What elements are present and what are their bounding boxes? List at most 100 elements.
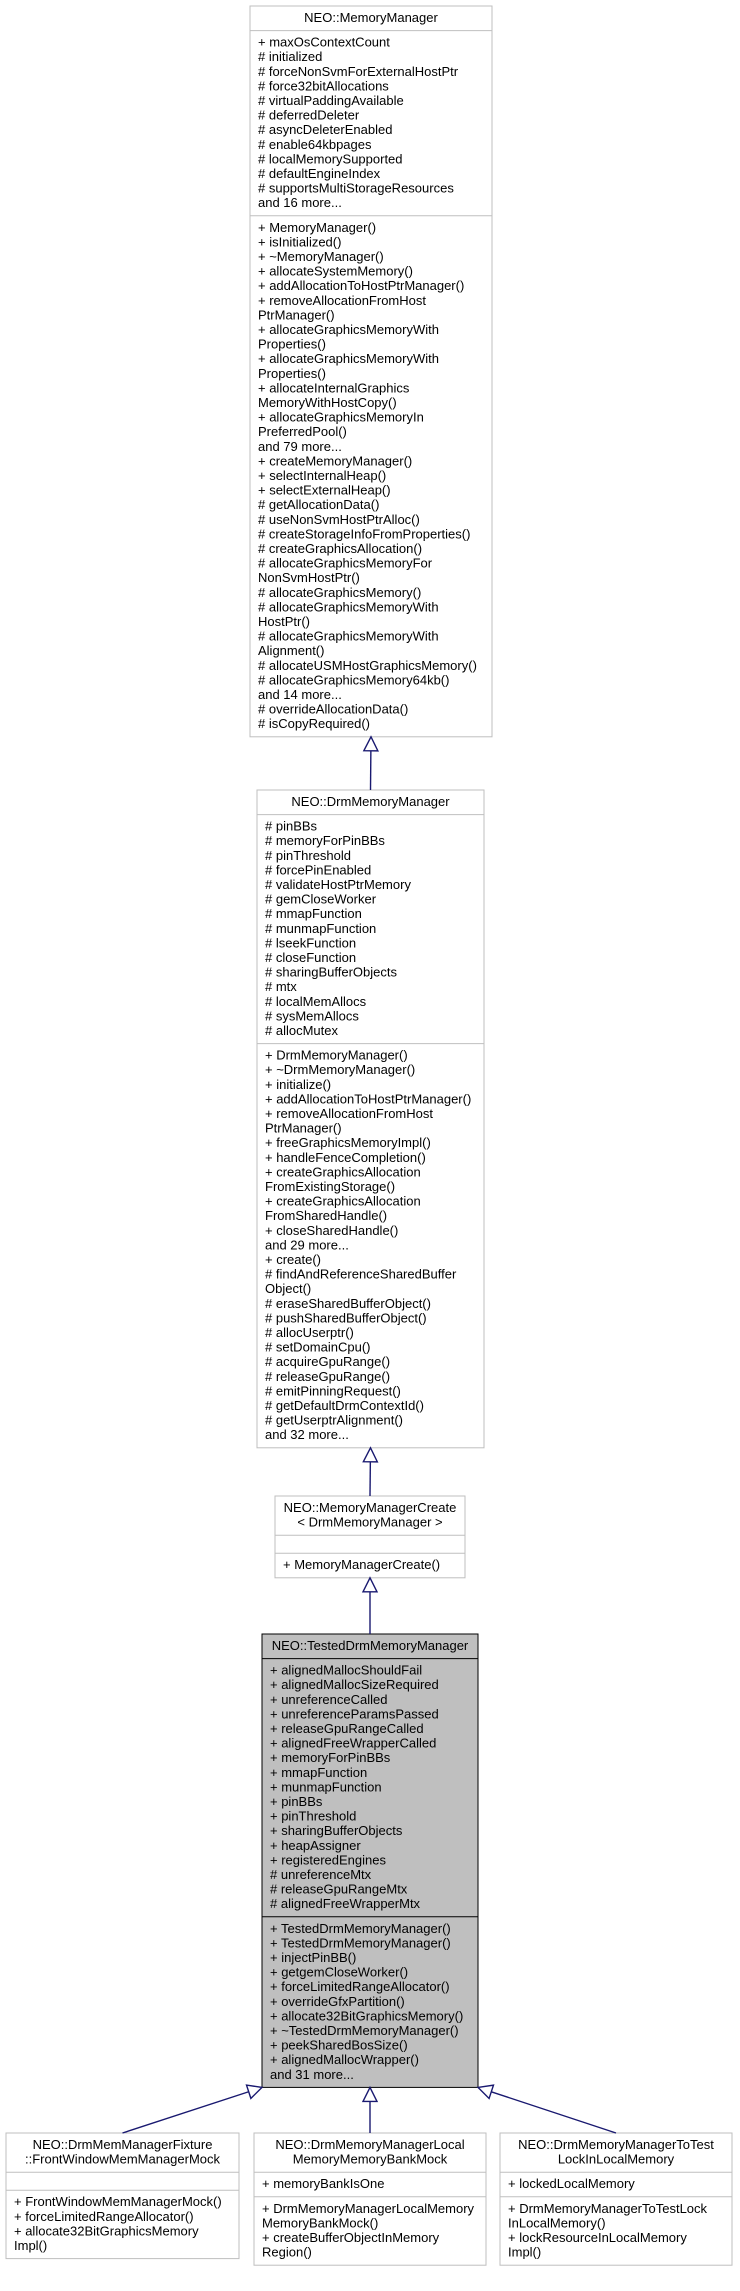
inheritance-edge-tested-to-create [361,1576,379,1634]
class-method: # allocateGraphicsMemoryWith [258,629,439,644]
class-attribute: # supportsMultiStorageResources [258,181,454,196]
class-attribute: # unreferenceMtx [270,1867,372,1882]
class-box [5,2132,240,2260]
class-attribute: # sysMemAllocs [265,1008,359,1023]
class-attribute: # forceNonSvmForExternalHostPtr [258,64,459,79]
inheritance-edge-localbank-to-tested [361,2085,379,2133]
class-method: + TestedDrmMemoryManager() [270,1921,451,1936]
class-method: # getUserptrAlignment() [265,1413,403,1428]
class-box [249,5,493,738]
class-method: # allocateGraphicsMemoryFor [258,556,433,571]
class-attribute: + memoryBankIsOne [262,2176,384,2191]
class-method: + DrmMemoryManagerToTestLock [508,2201,708,2216]
class-method: + createMemoryManager() [258,453,412,468]
class-method: # getAllocationData() [258,497,379,512]
class-attribute: # closeFunction [265,950,356,965]
class-method: Object() [265,1281,311,1296]
class-method: + removeAllocationFromHost [258,293,426,308]
class-method: and 79 more... [258,439,342,454]
class-attribute: + lockedLocalMemory [508,2176,635,2191]
class-attribute: # validateHostPtrMemory [265,877,411,892]
class-title: < DrmMemoryManager > [297,1515,442,1530]
class-method: + forceLimitedRangeAllocator() [14,2209,194,2224]
class-method: # acquireGpuRange() [265,1354,390,1369]
class-method: + ~DrmMemoryManager() [265,1062,415,1077]
class-method: FromExistingStorage() [265,1179,395,1194]
class-attribute: # releaseGpuRangeMtx [270,1882,408,1897]
inheritance-edge-fixture-to-tested [122,2084,264,2134]
class-title: NEO::DrmMemoryManagerLocal [275,2137,464,2152]
class-method: + alignedMallocWrapper() [270,2052,419,2067]
class-title: NEO::MemoryManager [304,10,438,25]
class-title: MemoryMemoryBankMock [293,2152,448,2167]
class-method: + handleFenceCompletion() [265,1150,426,1165]
class-node-create[interactable]: NEO::MemoryManagerCreate< DrmMemoryManag… [274,1495,466,1579]
class-method: + MemoryManagerCreate() [283,1557,440,1572]
class-attribute: # allocMutex [265,1023,338,1038]
class-method: and 32 more... [265,1427,349,1442]
edge-line [491,2091,617,2134]
class-title: NEO::DrmMemManagerFixture [33,2137,213,2152]
class-method: and 31 more... [270,2067,354,2082]
class-attribute: + munmapFunction [270,1779,382,1794]
class-attribute: + unreferenceParamsPassed [270,1706,439,1721]
class-method: InLocalMemory() [508,2215,606,2230]
class-attribute: # enable64kbpages [258,137,372,152]
class-attribute: + alignedFreeWrapperCalled [270,1736,436,1751]
class-method: + allocateSystemMemory() [258,264,413,279]
class-node-tested[interactable]: NEO::TestedDrmMemoryManager+ alignedMall… [261,1633,479,2088]
class-method: # overrideAllocationData() [258,702,408,717]
class-attribute: + registeredEngines [270,1852,386,1867]
class-attribute: # sharingBufferObjects [265,965,397,980]
class-title: NEO::TestedDrmMemoryManager [272,1638,469,1653]
class-method: + allocate32BitGraphicsMemory() [270,2008,463,2023]
class-method: # pushSharedBufferObject() [265,1310,427,1325]
class-method: + allocateGraphicsMemoryWith [258,351,439,366]
class-method: # allocUserptr() [265,1325,354,1340]
class-node-fixture[interactable]: NEO::DrmMemManagerFixture::FrontWindowMe… [5,2132,240,2260]
class-method: # allocateGraphicsMemory() [258,585,421,600]
class-attribute: # defaultEngineIndex [258,166,381,181]
inheritance-edge-testlock-to-tested [476,2084,617,2134]
class-method: + allocateGraphicsMemoryWith [258,322,439,337]
class-box [499,2132,733,2266]
class-method: + createBufferObjectInMemory [262,2230,440,2245]
class-attribute: + heapAssigner [270,1838,361,1853]
class-node-drm[interactable]: NEO::DrmMemoryManager# pinBBs# memoryFor… [256,789,485,1449]
class-attribute: + sharingBufferObjects [270,1823,403,1838]
class-method: # eraseSharedBufferObject() [265,1296,431,1311]
class-method: # allocateUSMHostGraphicsMemory() [258,658,477,673]
class-method: + freeGraphicsMemoryImpl() [265,1135,431,1150]
class-method: + removeAllocationFromHost [265,1106,433,1121]
class-title: NEO::DrmMemoryManager [291,794,450,809]
class-attribute: # forcePinEnabled [265,862,371,877]
class-attribute: # mmapFunction [265,906,362,921]
class-method: + create() [265,1252,321,1267]
class-method: + closeSharedHandle() [265,1223,398,1238]
class-node-mm[interactable]: NEO::MemoryManager+ maxOsContextCount# i… [249,5,493,738]
class-method: MemoryBankMock() [262,2215,378,2230]
class-attribute: + releaseGpuRangeCalled [270,1721,424,1736]
class-method: and 29 more... [265,1237,349,1252]
class-method: + TestedDrmMemoryManager() [270,1935,451,1950]
class-node-testlock[interactable]: NEO::DrmMemoryManagerToTestLockInLocalMe… [499,2132,733,2266]
class-attribute: # lseekFunction [265,935,356,950]
class-method: + addAllocationToHostPtrManager() [258,278,464,293]
class-attribute: # force32bitAllocations [258,78,389,93]
class-method: + allocate32BitGraphicsMemory [14,2223,199,2238]
class-attribute: # virtualPaddingAvailable [258,93,404,108]
class-method: + isInitialized() [258,234,341,249]
class-node-localbank[interactable]: NEO::DrmMemoryManagerLocalMemoryMemoryBa… [253,2132,487,2266]
class-title: ::FrontWindowMemManagerMock [25,2152,221,2167]
class-attribute: # localMemorySupported [258,151,403,166]
class-method: + peekSharedBosSize() [270,2038,408,2053]
class-method: + forceLimitedRangeAllocator() [270,1979,450,1994]
class-attribute: + alignedMallocSizeRequired [270,1677,439,1692]
class-method: # findAndReferenceSharedBuffer [265,1267,457,1282]
hollow-arrowhead-icon [245,2084,264,2100]
class-title: LockInLocalMemory [558,2152,675,2167]
class-attribute: # alignedFreeWrapperMtx [270,1896,421,1911]
class-method: + DrmMemoryManagerLocalMemory [262,2201,475,2216]
class-method: Impl() [508,2245,541,2260]
